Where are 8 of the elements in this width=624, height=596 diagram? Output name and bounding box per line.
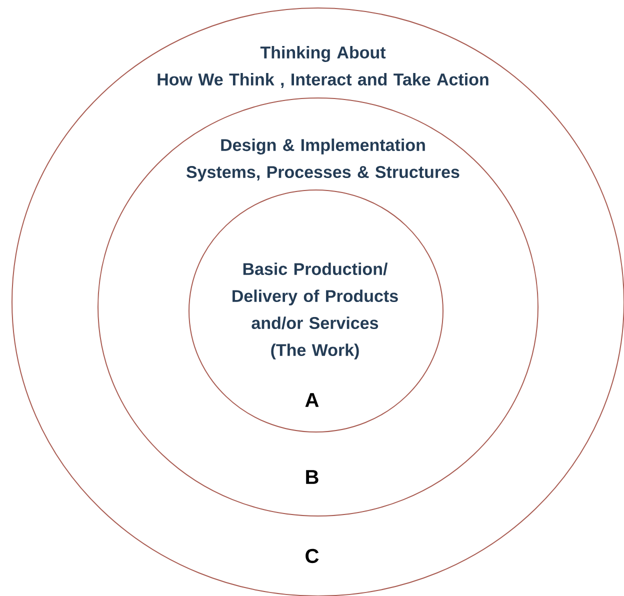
letter: A <box>305 393 319 407</box>
ellipse <box>188 190 444 432</box>
letter: B <box>306 470 318 484</box>
heading: Basic Production/ Delivery of Products and/or Services (The Work) <box>232 262 398 360</box>
letter: C <box>306 548 319 564</box>
ellipse <box>98 98 538 516</box>
heading: Design & Implementation Systems, Processes & Structures <box>186 138 460 182</box>
heading: Thinking About How We Think , Interact and Take Action <box>158 46 488 88</box>
